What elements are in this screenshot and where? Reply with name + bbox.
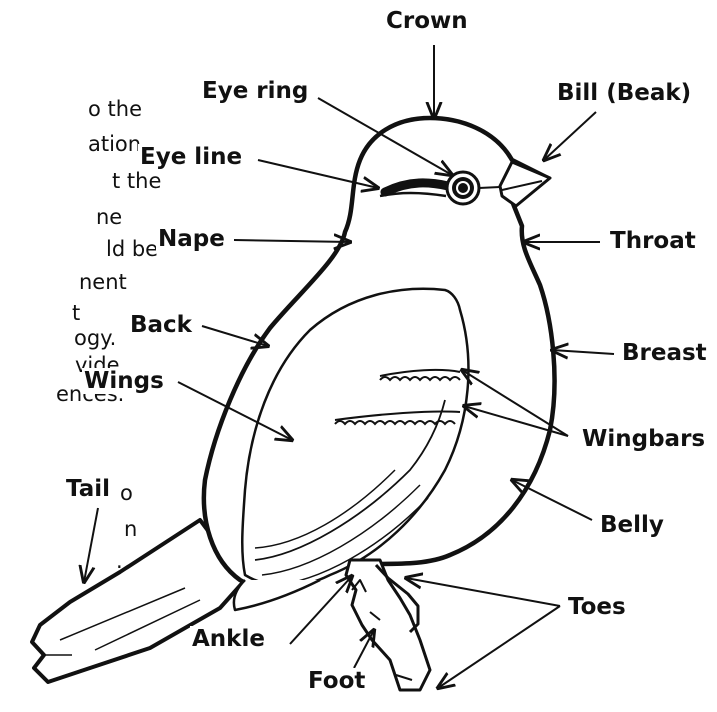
- label-wingbars: Wingbars: [580, 426, 707, 452]
- leader-nape: [234, 240, 350, 242]
- leader-bill: [544, 112, 596, 160]
- label-throat: Throat: [608, 228, 698, 254]
- label-breast: Breast: [620, 340, 709, 366]
- label-toes: Toes: [566, 594, 628, 620]
- leader-breast: [552, 350, 614, 354]
- label-eye-ring: Eye ring: [200, 78, 310, 104]
- label-belly: Belly: [598, 512, 666, 538]
- label-wings: Wings: [82, 368, 166, 394]
- label-crown: Crown: [384, 8, 470, 34]
- leader-toes-1: [406, 578, 560, 606]
- label-back: Back: [128, 312, 194, 338]
- leader-toes-2: [438, 606, 560, 688]
- bird-bill: [500, 162, 550, 206]
- leader-foot: [354, 630, 374, 668]
- label-foot: Foot: [306, 668, 367, 694]
- leader-belly: [512, 480, 592, 520]
- label-nape: Nape: [156, 226, 227, 252]
- leader-back: [202, 326, 268, 346]
- label-bill: Bill (Beak): [555, 80, 693, 106]
- leader-tail: [84, 508, 98, 582]
- label-tail: Tail: [64, 476, 112, 502]
- label-eye-line: Eye line: [138, 144, 244, 170]
- label-ankle: Ankle: [190, 626, 267, 652]
